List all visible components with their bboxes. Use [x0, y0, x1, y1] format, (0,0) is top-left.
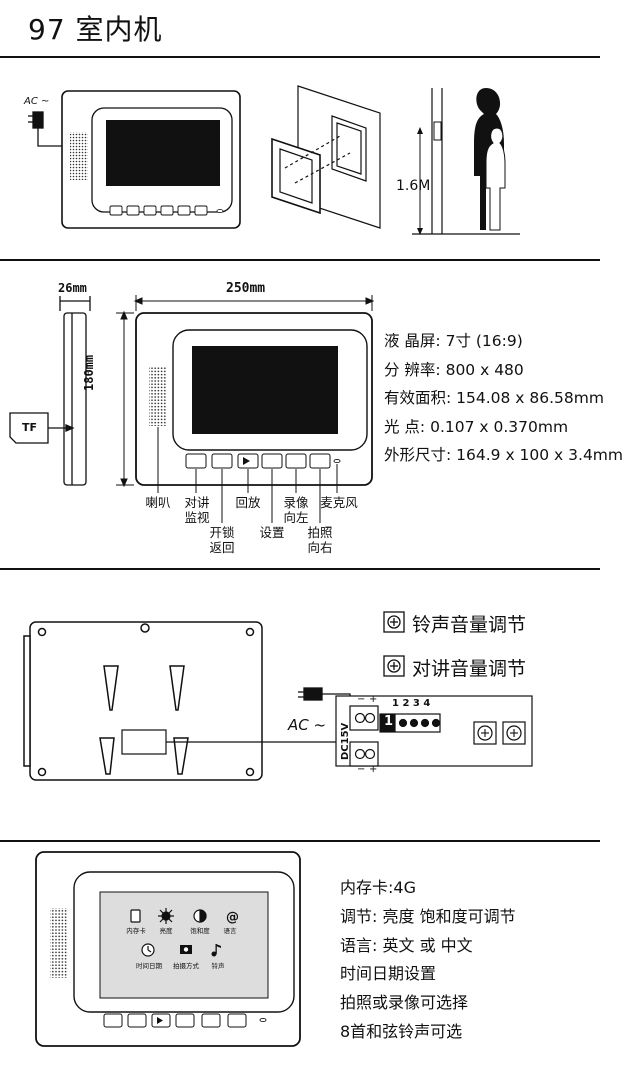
- width-label: 250mm: [226, 281, 266, 296]
- menu-label-memory: 内存卡: [126, 927, 146, 935]
- dimensions-panel: 26mm 250mm 180mm TF 液 晶屏: 7寸 (16:9) 分 辨率…: [0, 259, 623, 568]
- memory-card-icon: [130, 909, 141, 923]
- dimensions-illustration: [9, 295, 375, 523]
- power-adapter-icon: [28, 111, 62, 147]
- feature-item: 内存卡:4G: [340, 878, 416, 897]
- ring-volume-icon: [383, 611, 405, 633]
- menu-label-ringtone: 铃声: [211, 962, 225, 970]
- menu-label-saturation: 饱和度: [190, 927, 210, 935]
- callout-lines: [157, 427, 338, 523]
- callout-speaker: 喇叭: [145, 495, 171, 510]
- callout-microphone: 麦克风: [320, 495, 358, 510]
- height-diagram: [412, 88, 520, 235]
- title-bar: 97 室内机: [0, 0, 600, 56]
- feature-item: 调节: 亮度 饱和度可调节: [340, 906, 516, 926]
- feature-item: 拍照或录像可选择: [340, 993, 469, 1013]
- callout-unlock-return: 开锁 返回: [209, 525, 235, 555]
- feature-item: 语言: 英文 或 中文: [340, 935, 473, 955]
- music-note-icon: [211, 944, 221, 957]
- spec-item: 光 点: 0.107 x 0.370mm: [384, 417, 569, 436]
- adjust-knob-icons: [481, 729, 518, 737]
- height-label: 180mm: [82, 354, 96, 391]
- menu-label-language: 语言: [223, 927, 237, 935]
- spec-item: 液 晶屏: 7寸 (16:9): [384, 332, 523, 350]
- installation-panel: AC ~ 1.6M: [0, 56, 600, 259]
- talk-volume-label: 对讲音量调节: [412, 658, 527, 680]
- terminal-one-label: 1: [384, 714, 394, 729]
- feature-item: 8首和弦铃声可选: [340, 1021, 463, 1041]
- installation-illustration: [28, 85, 520, 235]
- menu-label-capture-mode: 拍摄方式: [173, 962, 199, 970]
- menu-label-datetime: 时间日期: [136, 962, 162, 970]
- lower-plus-label: +: [369, 764, 378, 775]
- indoor-unit-front: [61, 90, 241, 229]
- dc-label: DC15V: [340, 722, 351, 760]
- indoor-unit-menu-screen: [35, 851, 301, 1047]
- language-icon: @: [226, 910, 239, 925]
- ac-label: AC ~: [288, 716, 327, 734]
- tf-label: TF: [22, 421, 38, 434]
- ring-volume-label: 铃声音量调节: [412, 614, 527, 636]
- side-view: [59, 296, 91, 486]
- power-adapter-icon: [298, 687, 351, 704]
- dc-minus-label: −: [357, 694, 366, 705]
- callout-playback: 回放: [235, 495, 261, 510]
- ac-label: AC ~: [24, 96, 50, 107]
- depth-label: 26mm: [58, 281, 87, 295]
- lower-minus-label: −: [357, 764, 366, 775]
- callout-photo-right: 拍照 向右: [307, 525, 333, 555]
- height-label: 1.6M: [396, 178, 431, 194]
- terminal-numbers: 1 2 3 4: [392, 698, 431, 709]
- feature-item: 时间日期设置: [340, 964, 437, 984]
- clock-icon: [141, 943, 155, 957]
- menu-label-brightness: 亮度: [159, 927, 173, 935]
- spec-list: 液 晶屏: 7寸 (16:9) 分 辨率: 800 x 480 有效面积: 15…: [384, 327, 623, 470]
- spec-item: 外形尺寸: 164.9 x 100 x 3.4mm: [384, 446, 623, 465]
- callout-talk-monitor: 对讲 监视: [184, 495, 210, 525]
- wall-mount-illustration: [271, 85, 381, 229]
- callout-settings: 设置: [259, 525, 285, 540]
- page-title: 97 室内机: [28, 13, 163, 46]
- spec-item: 有效面积: 154.08 x 86.58mm: [384, 389, 604, 408]
- menu-unit-illustration: @: [35, 851, 301, 1047]
- camera-icon: [180, 945, 192, 954]
- menu-features-panel: @ 内存卡 亮度 饱和度 语言 时间日期 拍摄方式 铃声 内存卡:4G 调节: …: [0, 840, 600, 1066]
- rear-wiring-panel: 铃声音量调节 对讲音量调节 AC ~ DC15V 1 2 3 4 1 − + −…: [0, 568, 600, 840]
- rear-wiring-illustration: [23, 611, 533, 781]
- width-dimension: [133, 295, 375, 311]
- brightness-icon: [158, 908, 174, 924]
- spec-item: 分 辨率: 800 x 480: [384, 360, 524, 379]
- indoor-unit-front-dimensioned: [135, 312, 373, 486]
- back-plate: [23, 621, 342, 781]
- saturation-icon: [193, 909, 207, 923]
- feature-list: 内存卡:4G 调节: 亮度 饱和度可调节 语言: 英文 或 中文 时间日期设置 …: [340, 874, 516, 1047]
- svg-text:@: @: [226, 910, 239, 925]
- talk-volume-icon: [383, 655, 405, 677]
- callout-record-left: 录像 向左: [283, 495, 309, 525]
- tf-card: [9, 412, 75, 444]
- height-dimension: [116, 310, 134, 488]
- terminal-block: [335, 695, 533, 767]
- dc-plus-label: +: [369, 694, 378, 705]
